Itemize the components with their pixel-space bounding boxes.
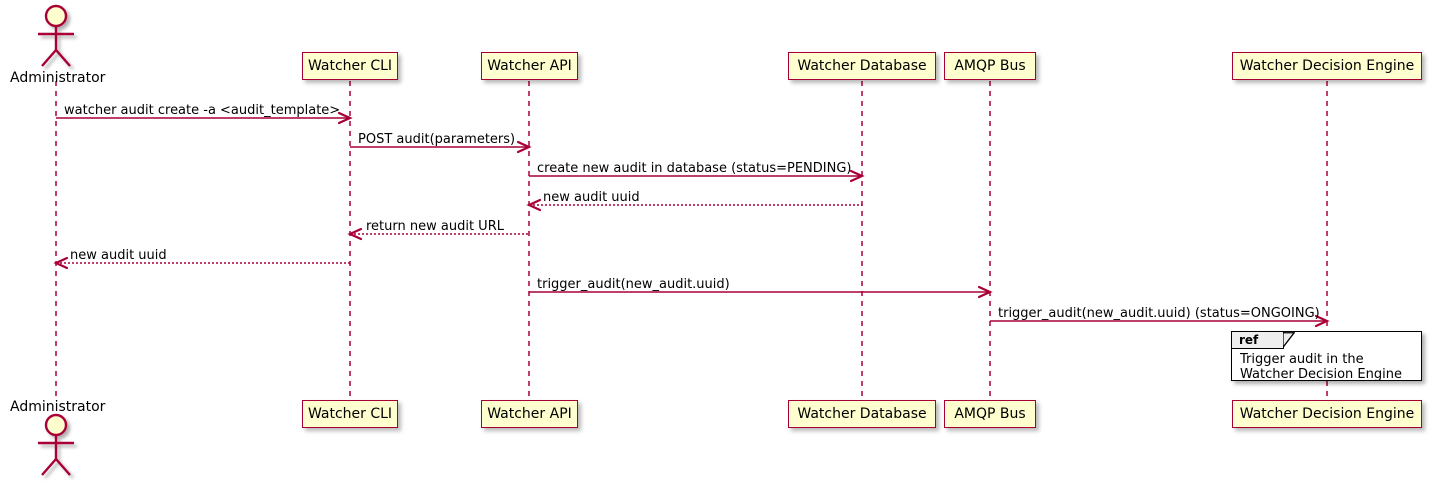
messages-group xyxy=(53,111,1330,328)
message-label-5: new audit uuid xyxy=(70,248,167,263)
ref-fragment-tab-cut-icon xyxy=(1283,332,1295,349)
participant-label: AMQP Bus xyxy=(954,406,1026,422)
participant-box-watcher-decision-engine-top[interactable]: Watcher Decision Engine xyxy=(1232,52,1422,80)
message-label-7: trigger_audit(new_audit.uuid) (status=ON… xyxy=(998,306,1320,321)
participant-box-amqp-bus-top[interactable]: AMQP Bus xyxy=(944,52,1036,80)
message-arrow-5 xyxy=(53,256,350,270)
message-arrow-3 xyxy=(526,198,862,212)
arrowhead xyxy=(516,140,532,154)
ref-fragment-body: Trigger audit in the Watcher Decision En… xyxy=(1240,352,1402,382)
actor-administrator-top-icon xyxy=(38,4,74,67)
participant-label: Watcher Database xyxy=(797,406,927,422)
message-arrow-1 xyxy=(350,140,532,154)
participant-box-watcher-database-bottom[interactable]: Watcher Database xyxy=(788,400,936,428)
message-label-6: trigger_audit(new_audit.uuid) xyxy=(537,277,730,292)
participant-label: AMQP Bus xyxy=(954,58,1026,74)
arrowhead xyxy=(526,198,542,212)
participant-label: Watcher API xyxy=(487,406,572,422)
lifelines-group xyxy=(55,81,1328,399)
participant-box-watcher-database-top[interactable]: Watcher Database xyxy=(788,52,936,80)
message-arrow-4 xyxy=(347,227,529,241)
message-arrow-2 xyxy=(529,169,865,183)
participant-label: Watcher Database xyxy=(797,58,927,74)
participant-box-watcher-api-bottom[interactable]: Watcher API xyxy=(481,400,578,428)
participant-box-watcher-cli-bottom[interactable]: Watcher CLI xyxy=(302,400,398,428)
actor-label-administrator-bottom: Administrator xyxy=(10,399,106,415)
message-arrow-0 xyxy=(56,111,353,125)
participant-box-watcher-decision-engine-bottom[interactable]: Watcher Decision Engine xyxy=(1232,400,1422,428)
participant-box-watcher-cli-top[interactable]: Watcher CLI xyxy=(302,52,398,80)
actor-administrator-bottom-icon xyxy=(38,413,74,476)
participant-label: Watcher Decision Engine xyxy=(1239,58,1415,74)
participant-label: Watcher API xyxy=(487,58,572,74)
participant-label: Watcher Decision Engine xyxy=(1239,406,1415,422)
participant-label: Watcher CLI xyxy=(307,406,393,422)
message-label-4: return new audit URL xyxy=(366,219,504,234)
message-label-2: create new audit in database (status=PEN… xyxy=(537,161,852,176)
message-label-0: watcher audit create -a <audit_template> xyxy=(64,103,341,118)
arrowhead xyxy=(337,111,353,125)
message-arrow-7 xyxy=(990,314,1330,328)
arrowhead xyxy=(977,285,993,299)
actor-label-administrator-top: Administrator xyxy=(10,70,106,86)
message-label-1: POST audit(parameters) xyxy=(358,132,516,147)
participant-label: Watcher CLI xyxy=(307,58,393,74)
participant-box-amqp-bus-bottom[interactable]: AMQP Bus xyxy=(944,400,1036,428)
ref-fragment-tab: ref xyxy=(1232,332,1284,349)
participant-box-watcher-api-top[interactable]: Watcher API xyxy=(481,52,578,80)
arrowhead xyxy=(53,256,69,270)
arrowhead xyxy=(1314,314,1330,328)
message-label-3: new audit uuid xyxy=(543,190,640,205)
arrowhead xyxy=(347,227,363,241)
message-arrow-6 xyxy=(529,285,993,299)
arrowhead xyxy=(849,169,865,183)
